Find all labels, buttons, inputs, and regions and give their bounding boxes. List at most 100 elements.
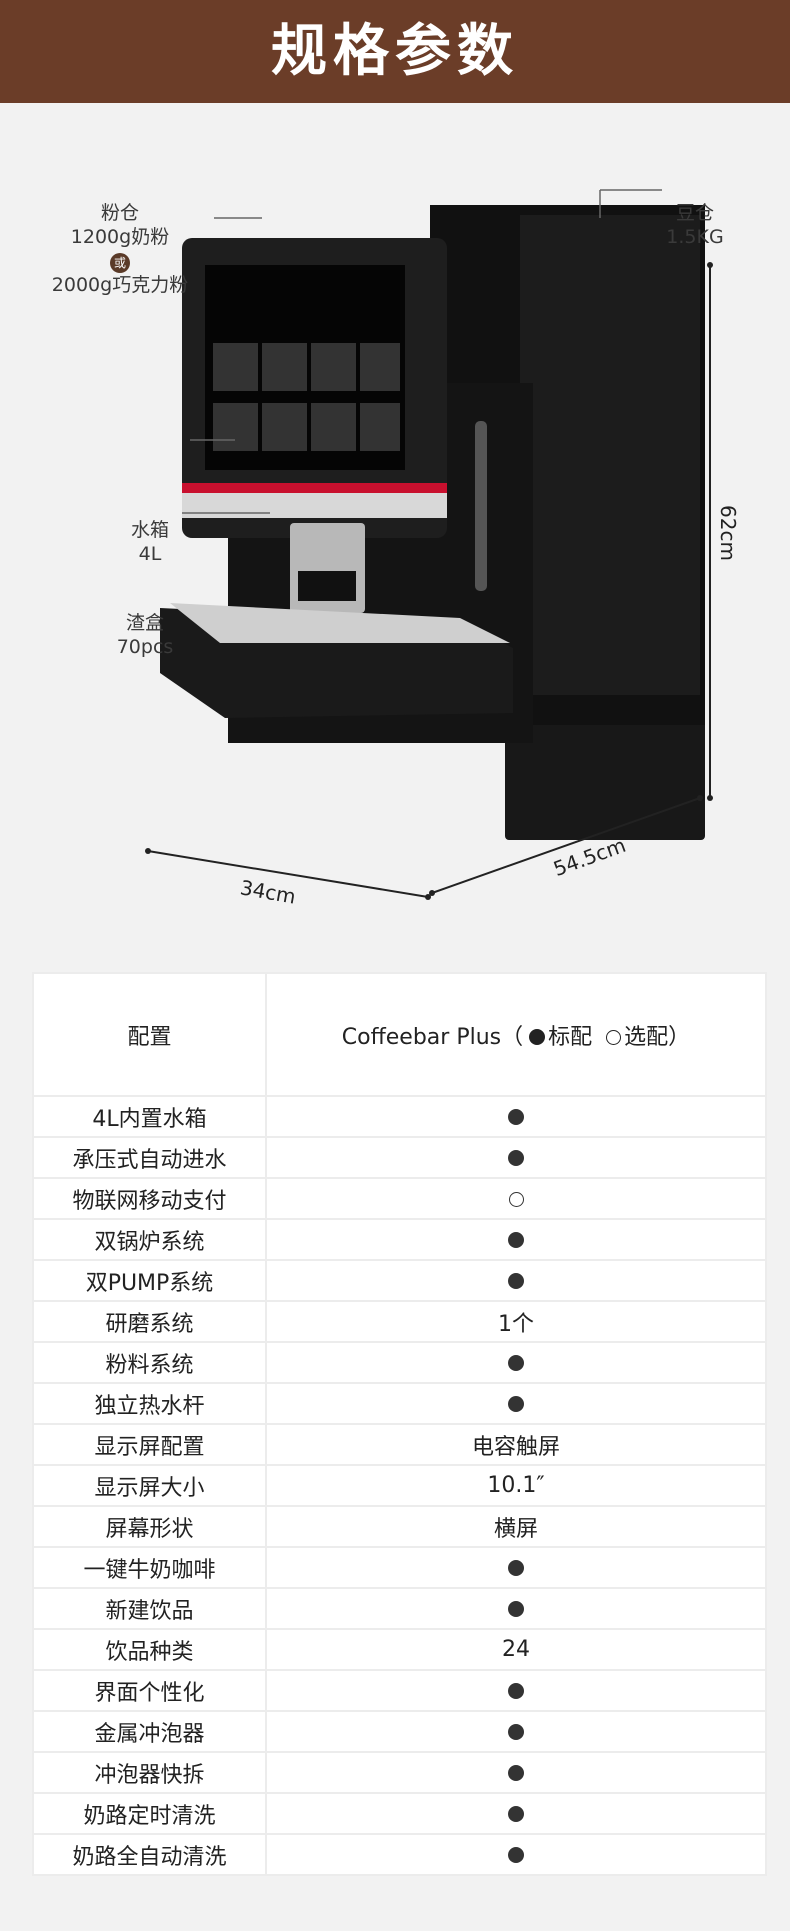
value-cell — [265, 1177, 767, 1220]
feature-cell: 承压式自动进水 — [32, 1136, 267, 1179]
feature-cell: 一键牛奶咖啡 — [32, 1546, 267, 1589]
filled-circle-icon — [508, 1396, 524, 1412]
value-cell — [265, 1259, 767, 1302]
table-row: 双锅炉系统 — [32, 1218, 767, 1261]
filled-circle-icon — [508, 1724, 524, 1740]
feature-cell: 物联网移动支付 — [32, 1177, 267, 1220]
value-cell — [265, 1095, 767, 1138]
filled-circle-icon — [508, 1232, 524, 1248]
feature-cell: 界面个性化 — [32, 1669, 267, 1712]
filled-circle-icon — [508, 1355, 524, 1371]
water-capacity: 4L — [138, 543, 162, 565]
spec-table-container: 配置 Coffeebar Plus（ 标配 选配） 4L内置水箱承压式自动进水物联网… — [32, 972, 767, 1876]
table-row: 4L内置水箱 — [32, 1095, 767, 1138]
height-dimension: 62cm — [715, 505, 740, 561]
value-cell — [265, 1751, 767, 1794]
value-cell — [265, 1792, 767, 1835]
paren-open: （ — [501, 1024, 524, 1050]
table-row: 屏幕形状横屏 — [32, 1505, 767, 1548]
table-row: 界面个性化 — [32, 1669, 767, 1712]
powder-capacity-milk: 1200g奶粉 — [70, 226, 170, 248]
feature-cell: 奶路全自动清洗 — [32, 1833, 267, 1876]
config-header: 配置 — [32, 972, 267, 1097]
value-cell: 10.1″ — [265, 1464, 767, 1507]
filled-circle-icon — [508, 1806, 524, 1822]
paren-close: ） — [668, 1024, 691, 1050]
feature-cell: 研磨系统 — [32, 1300, 267, 1343]
table-row: 奶路定时清洗 — [32, 1792, 767, 1835]
filled-circle-icon — [508, 1109, 524, 1125]
filled-circle-icon — [508, 1150, 524, 1166]
table-row: 粉料系统 — [32, 1341, 767, 1384]
filled-circle-icon — [508, 1601, 524, 1617]
bean-hopper-annotation: 豆仓 1.5KG — [655, 201, 735, 249]
table-row: 物联网移动支付 — [32, 1177, 767, 1220]
waste-box-annotation: 渣盒 70pcs — [100, 611, 190, 659]
table-row: 一键牛奶咖啡 — [32, 1546, 767, 1589]
table-row: 冲泡器快拆 — [32, 1751, 767, 1794]
feature-cell: 粉料系统 — [32, 1341, 267, 1384]
product-figure: 粉仓 1200g奶粉 或 2000g巧克力粉 豆仓 1.5KG 水箱 4L 渣盒… — [0, 103, 790, 955]
filled-circle-icon — [508, 1273, 524, 1289]
model-name: Coffeebar Plus — [341, 1024, 502, 1050]
hollow-circle-icon — [606, 1029, 622, 1045]
table-header-row: 配置 Coffeebar Plus（ 标配 选配） — [32, 972, 767, 1097]
feature-cell: 4L内置水箱 — [32, 1095, 267, 1138]
table-row: 显示屏配置电容触屏 — [32, 1423, 767, 1466]
feature-cell: 金属冲泡器 — [32, 1710, 267, 1753]
table-row: 独立热水杆 — [32, 1382, 767, 1425]
feature-cell: 奶路定时清洗 — [32, 1792, 267, 1835]
value-cell: 24 — [265, 1628, 767, 1671]
value-cell — [265, 1833, 767, 1876]
feature-cell: 冲泡器快拆 — [32, 1751, 267, 1794]
filled-circle-icon — [508, 1847, 524, 1863]
or-badge: 或 — [110, 253, 130, 273]
beans-label: 豆仓 — [675, 202, 714, 224]
powder-hopper-annotation: 粉仓 1200g奶粉 或 2000g巧克力粉 — [50, 201, 190, 297]
feature-cell: 双PUMP系统 — [32, 1259, 267, 1302]
beans-capacity: 1.5KG — [666, 226, 724, 248]
waste-label: 渣盒 — [125, 612, 164, 634]
value-cell — [265, 1382, 767, 1425]
hollow-circle-icon — [508, 1191, 524, 1207]
steam-wand — [475, 421, 487, 591]
waste-capacity: 70pcs — [116, 636, 174, 658]
value-cell — [265, 1136, 767, 1179]
feature-cell: 饮品种类 — [32, 1628, 267, 1671]
page-title: 规格参数 — [271, 19, 519, 84]
filled-circle-icon — [508, 1560, 524, 1576]
model-header: Coffeebar Plus（ 标配 选配） — [265, 972, 767, 1097]
filled-circle-icon — [529, 1028, 546, 1045]
touch-screen — [182, 238, 447, 538]
feature-cell: 显示屏大小 — [32, 1464, 267, 1507]
value-cell — [265, 1341, 767, 1384]
table-row: 金属冲泡器 — [32, 1710, 767, 1753]
feature-cell: 新建饮品 — [32, 1587, 267, 1630]
spec-table: 配置 Coffeebar Plus（ 标配 选配） 4L内置水箱承压式自动进水物联网… — [32, 972, 767, 1876]
powder-label: 粉仓 — [100, 202, 139, 224]
feature-cell: 屏幕形状 — [32, 1505, 267, 1548]
optional-label: 选配 — [624, 1024, 669, 1050]
value-cell — [265, 1669, 767, 1712]
value-cell — [265, 1710, 767, 1753]
table-row: 承压式自动进水 — [32, 1136, 767, 1179]
feature-cell: 双锅炉系统 — [32, 1218, 267, 1261]
table-row: 新建饮品 — [32, 1587, 767, 1630]
value-cell — [265, 1218, 767, 1261]
standard-label: 标配 — [548, 1024, 593, 1050]
coffee-machine-illustration — [145, 189, 713, 900]
value-cell — [265, 1587, 767, 1630]
value-cell: 横屏 — [265, 1505, 767, 1548]
value-cell: 电容触屏 — [265, 1423, 767, 1466]
value-cell: 1个 — [265, 1300, 767, 1343]
table-row: 奶路全自动清洗 — [32, 1833, 767, 1876]
filled-circle-icon — [508, 1683, 524, 1699]
filled-circle-icon — [508, 1765, 524, 1781]
feature-cell: 显示屏配置 — [32, 1423, 267, 1466]
water-label: 水箱 — [130, 519, 169, 541]
water-tank-annotation: 水箱 4L — [120, 518, 180, 566]
feature-cell: 独立热水杆 — [32, 1382, 267, 1425]
